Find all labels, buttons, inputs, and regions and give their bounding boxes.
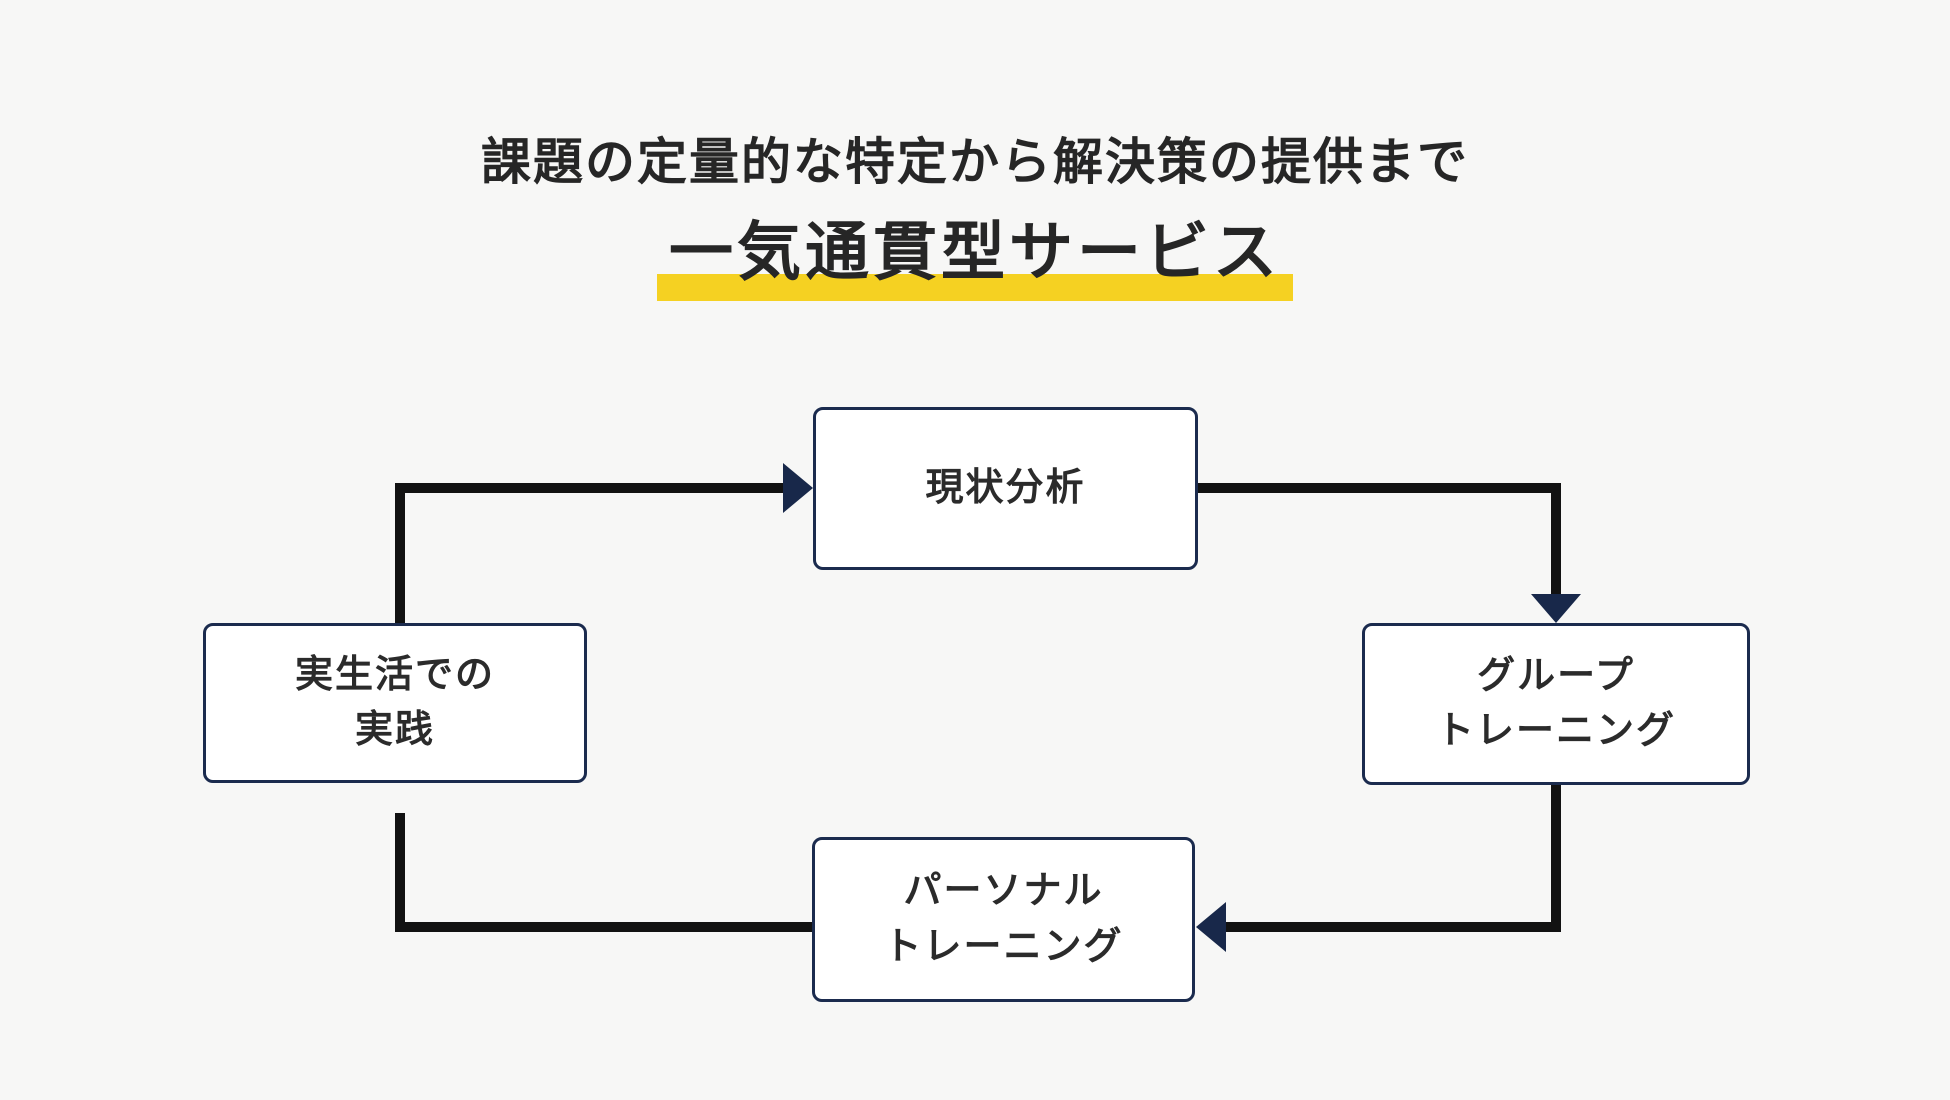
connector-personal-to-practice-horizontal (395, 922, 812, 932)
node-personal-training-label: パーソナル トレーニング (883, 870, 1124, 968)
connector-practice-to-analysis-vertical (395, 488, 405, 623)
arrowhead-into-group-training (1531, 594, 1581, 623)
node-current-analysis-label: 現状分析 (925, 466, 1086, 509)
connector-group-to-personal-vertical (1551, 785, 1561, 932)
connector-analysis-to-group-vertical (1551, 483, 1561, 594)
arrowhead-into-current-analysis (783, 463, 813, 513)
node-real-life-practice: 実生活での 実践 (203, 623, 587, 783)
connector-practice-to-analysis-horizontal (395, 483, 783, 493)
connector-analysis-to-group-horizontal (1198, 483, 1561, 493)
node-group-training-label: グループ トレーニング (1435, 654, 1676, 752)
node-real-life-practice-label: 実生活での 実践 (294, 653, 495, 751)
node-personal-training: パーソナル トレーニング (812, 837, 1195, 1002)
connector-group-to-personal-horizontal (1225, 922, 1561, 932)
node-group-training: グループ トレーニング (1362, 623, 1750, 785)
connector-personal-to-practice-vertical (395, 813, 405, 932)
page-title: 課題の定量的な特定から解決策の提供まで (481, 134, 1469, 190)
arrowhead-into-personal-training (1196, 902, 1226, 952)
page-subtitle-highlighted: 一気通貫型サービス (657, 214, 1293, 301)
page-subtitle-row: 一気通貫型サービス (0, 214, 1950, 301)
node-current-analysis: 現状分析 (813, 407, 1198, 570)
